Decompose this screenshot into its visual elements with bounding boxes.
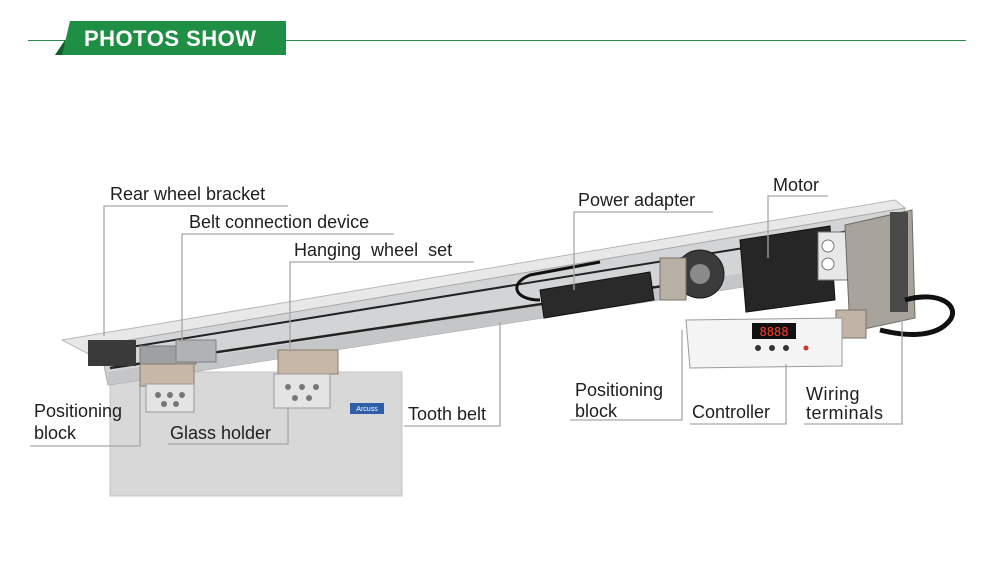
label-hanging-wheel-set: Hanging wheel set xyxy=(294,240,453,260)
leader-controller xyxy=(690,364,787,425)
leader-hanging-wheel xyxy=(289,261,474,352)
label-wiring-terminals-line2: terminals xyxy=(806,403,884,423)
controller-button-2 xyxy=(769,345,775,351)
door-logo-plate xyxy=(350,403,384,414)
leader-power-adapter xyxy=(573,211,713,290)
rear-end-cap xyxy=(88,340,136,366)
wiring-terminal-strip xyxy=(890,212,908,312)
glass-holder-right xyxy=(273,373,331,409)
motor-part xyxy=(739,225,836,313)
label-positioning-block-right-line1: Positioning xyxy=(575,380,664,400)
power-adapter-cable xyxy=(515,260,601,302)
controller-button-1 xyxy=(755,345,761,351)
leader-tooth-belt xyxy=(404,322,501,427)
wiring-cable xyxy=(879,294,955,337)
header-badge: PHOTOS SHOW xyxy=(62,21,286,55)
controller-box xyxy=(685,317,843,369)
door-logo-text: Arcuss xyxy=(356,406,378,413)
label-positioning-block-left-line1: Positioning xyxy=(34,401,123,421)
header-divider xyxy=(28,40,966,41)
controller-display-digits: 8888 xyxy=(760,325,789,339)
gear-housing xyxy=(659,257,687,301)
leader-motor xyxy=(767,195,828,258)
label-controller: Controller xyxy=(692,402,771,422)
label-glass-holder: Glass holder xyxy=(170,423,272,443)
motor-connector xyxy=(817,231,849,281)
label-tooth-belt: Tooth belt xyxy=(408,404,487,424)
label-wiring-terminals-line1: Wiring xyxy=(806,384,861,404)
leader-belt-connection xyxy=(181,233,394,344)
label-belt-connection-device: Belt connection device xyxy=(189,212,370,232)
leader-rear-wheel-bracket xyxy=(103,205,288,336)
controller-led xyxy=(803,345,809,351)
label-positioning-block-left-line2: block xyxy=(34,423,77,443)
power-adapter-part xyxy=(539,271,655,319)
hanging-wheel-left xyxy=(139,363,195,387)
controller-display xyxy=(752,323,796,339)
label-positioning-block-right-line2: block xyxy=(575,401,618,421)
label-rear-wheel-bracket: Rear wheel bracket xyxy=(110,184,266,204)
hanging-wheel-right xyxy=(277,349,339,375)
leader-positioning-right xyxy=(570,330,683,421)
controller-button-3 xyxy=(783,345,789,351)
belt-connection-part xyxy=(175,339,217,363)
header-badge-fold xyxy=(55,40,65,55)
label-motor: Motor xyxy=(773,175,820,195)
leader-glass-holder xyxy=(168,408,289,445)
leader-positioning-left xyxy=(30,386,141,447)
leader-wiring-terminals xyxy=(804,314,903,425)
page-title: PHOTOS SHOW xyxy=(84,26,257,51)
label-power-adapter: Power adapter xyxy=(578,190,696,210)
